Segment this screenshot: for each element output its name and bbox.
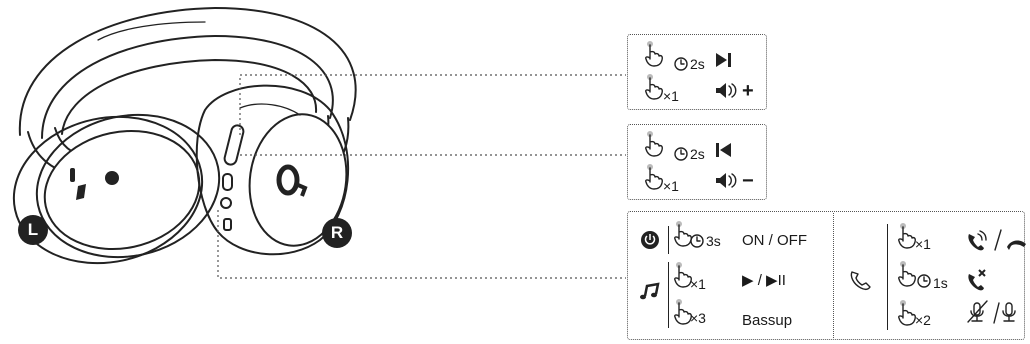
press-hand-icon — [898, 261, 916, 287]
volume-minus-symbol: − — [742, 170, 754, 192]
clock-icon — [690, 234, 704, 248]
press-hand-icon — [674, 299, 692, 325]
box-divider — [833, 213, 834, 338]
press-hand-icon — [674, 262, 692, 288]
next-track-icon — [716, 53, 731, 67]
right-side-badge: R — [322, 218, 352, 248]
mute-unmute-icon — [967, 300, 1016, 324]
press-hand-icon — [645, 41, 663, 67]
play-pause-label: ▶ / ▶II — [742, 272, 786, 289]
clock-icon — [917, 274, 931, 288]
previous-track-icon — [716, 143, 731, 157]
right-side-label: R — [330, 223, 344, 242]
hold-time-label: 2s — [690, 146, 705, 162]
reject-call-icon — [968, 269, 986, 291]
reject-hold-time: 1s — [933, 275, 948, 291]
left-side-label: L — [27, 220, 39, 239]
button-function-box — [627, 211, 1025, 340]
music-note-icon — [640, 282, 660, 300]
mute-tap-count: ×2 — [915, 312, 931, 328]
volume-down-icon — [716, 173, 737, 188]
press-hand-icon — [645, 164, 663, 190]
answer-hangup-icon — [968, 229, 1026, 251]
answer-tap-count: ×1 — [915, 236, 931, 252]
left-side-badge: L — [18, 215, 48, 245]
play-tap-count: ×1 — [690, 276, 706, 292]
call-separator — [887, 224, 889, 330]
tap-count-label: ×1 — [663, 88, 679, 104]
power-hold-time: 3s — [706, 233, 721, 249]
press-hand-icon — [898, 223, 916, 249]
phone-icon — [850, 271, 871, 291]
bassup-label: Bassup — [742, 312, 793, 329]
power-separator — [668, 226, 670, 254]
clock-icon — [674, 57, 688, 71]
press-hand-icon — [645, 131, 663, 157]
press-hand-icon — [898, 300, 916, 326]
music-separator — [668, 262, 670, 328]
power-action-label: ON / OFF — [742, 232, 807, 249]
volume-plus-symbol: + — [742, 80, 754, 102]
hold-time-label: 2s — [690, 56, 705, 72]
volume-up-icon — [716, 83, 737, 98]
bassup-tap-count: ×3 — [690, 310, 706, 326]
clock-icon — [674, 147, 688, 161]
press-hand-icon — [674, 221, 692, 247]
volume-up-box — [627, 34, 767, 110]
press-hand-icon — [645, 74, 663, 100]
tap-count-label: ×1 — [663, 178, 679, 194]
power-icon — [641, 231, 659, 249]
volume-down-box — [627, 124, 767, 200]
